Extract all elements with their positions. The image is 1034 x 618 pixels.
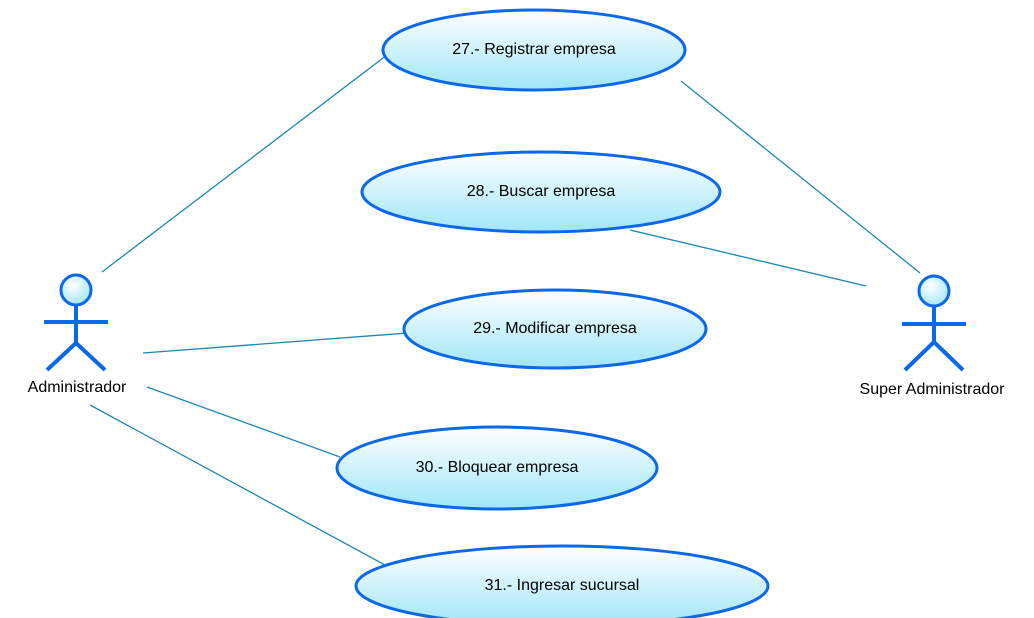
actor-administrador[interactable]: Administrador: [28, 273, 127, 396]
use-case-31[interactable]: 31.- Ingresar sucursal: [354, 544, 770, 618]
use-case-27-ellipse: [381, 8, 687, 92]
use-case-27-label: 27.- Registrar empresa: [452, 41, 616, 58]
actor-administrador-head-icon: [59, 273, 93, 307]
associations: [89, 54, 921, 566]
use-case-31-ellipse: [354, 544, 770, 618]
association-admin-uc30: [146, 386, 341, 458]
association-super-uc27: [680, 80, 921, 274]
use-case-30-label: 30.- Bloquear empresa: [416, 459, 579, 476]
use-case-27[interactable]: 27.- Registrar empresa: [381, 8, 687, 92]
use-case-28-label: 28.- Buscar empresa: [467, 183, 616, 200]
use-case-28[interactable]: 28.- Buscar empresa: [360, 150, 722, 234]
actor-super-administrador[interactable]: Super Administrador: [860, 274, 1006, 398]
association-admin-uc31: [89, 404, 386, 566]
use-case-29[interactable]: 29.- Modificar empresa: [402, 288, 708, 370]
use-case-28-ellipse: [360, 150, 722, 234]
actor-super-administrador-head-icon: [917, 274, 951, 308]
actor-super-administrador-label: Super Administrador: [860, 381, 1006, 398]
actor-administrador-label: Administrador: [28, 379, 127, 396]
use-case-30[interactable]: 30.- Bloquear empresa: [335, 425, 659, 511]
association-admin-uc29: [142, 332, 409, 354]
association-admin-uc27: [101, 54, 388, 273]
actor-super-administrador-left-leg: [903, 340, 936, 372]
use-case-29-label: 29.- Modificar empresa: [473, 320, 637, 337]
use-case-29-ellipse: [402, 288, 708, 370]
use-case-30-ellipse: [335, 425, 659, 511]
actor-super-administrador-right-leg: [932, 340, 965, 372]
actor-administrador-right-leg: [74, 341, 107, 372]
association-super-uc28: [629, 229, 867, 287]
use-case-31-label: 31.- Ingresar sucursal: [485, 577, 640, 594]
actor-administrador-left-leg: [45, 341, 78, 372]
